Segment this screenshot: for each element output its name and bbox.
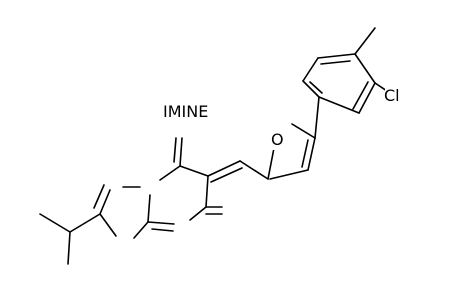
bond-furan-phenyl — [314, 96, 320, 139]
bond-isopropyl-ring — [69, 213, 101, 233]
bond-c6-ch-double — [210, 167, 243, 183]
bond-s-c2 — [99, 213, 117, 237]
bond-methyl-bottom — [67, 231, 71, 265]
bond-ph-c3-c4 — [354, 53, 376, 84]
furan-oxygen-label: O — [271, 130, 284, 149]
bond-c5-imine-double — [173, 137, 177, 163]
bond-c6-ch — [207, 160, 241, 177]
bonds — [39, 27, 394, 265]
bond-c7-n8 — [189, 206, 207, 221]
bond-furan-c5-c4-double — [301, 139, 309, 168]
bond-c2-n3-double — [93, 184, 105, 209]
bond-ph-c5-c6 — [302, 57, 319, 82]
bond-c8a-s — [133, 221, 149, 239]
bond-ph-c1-c2 — [318, 96, 360, 114]
bond-n4-c5 — [159, 165, 181, 181]
bond-ph-c6-c1-double — [309, 81, 323, 94]
chlorine-label: Cl — [384, 86, 400, 105]
bond-c5-c6 — [179, 165, 209, 177]
bond-furan-c4-c3 — [269, 169, 309, 180]
bond-furan-o-c5 — [291, 123, 316, 139]
bond-ph-methyl — [354, 27, 376, 55]
bond-n4-c8a — [147, 194, 151, 223]
bond-n8-c8a — [147, 221, 175, 225]
imine-group-label: IMINE — [163, 102, 208, 121]
bond-c5-imine — [179, 137, 183, 167]
bond-n8-c8a-double — [151, 228, 174, 232]
bond-c6-c7 — [205, 175, 209, 208]
bond-ph-c4-c5 — [317, 53, 356, 59]
bond-furan-c2-o — [267, 147, 275, 180]
bond-methyl-top — [39, 213, 71, 233]
bond-ph-c2-c3-double — [352, 81, 369, 110]
bond-ph-c2-c3 — [358, 82, 376, 114]
bond-ph-c4-c5-double — [320, 60, 351, 65]
bond-ph-c6-c1 — [302, 80, 320, 98]
bond-furan-c5-c4 — [307, 137, 316, 171]
atom-labels: O Cl NH IN IMINE — [162, 85, 415, 150]
bond-c2-n3 — [99, 189, 111, 215]
bond-ch-furan — [239, 160, 269, 180]
